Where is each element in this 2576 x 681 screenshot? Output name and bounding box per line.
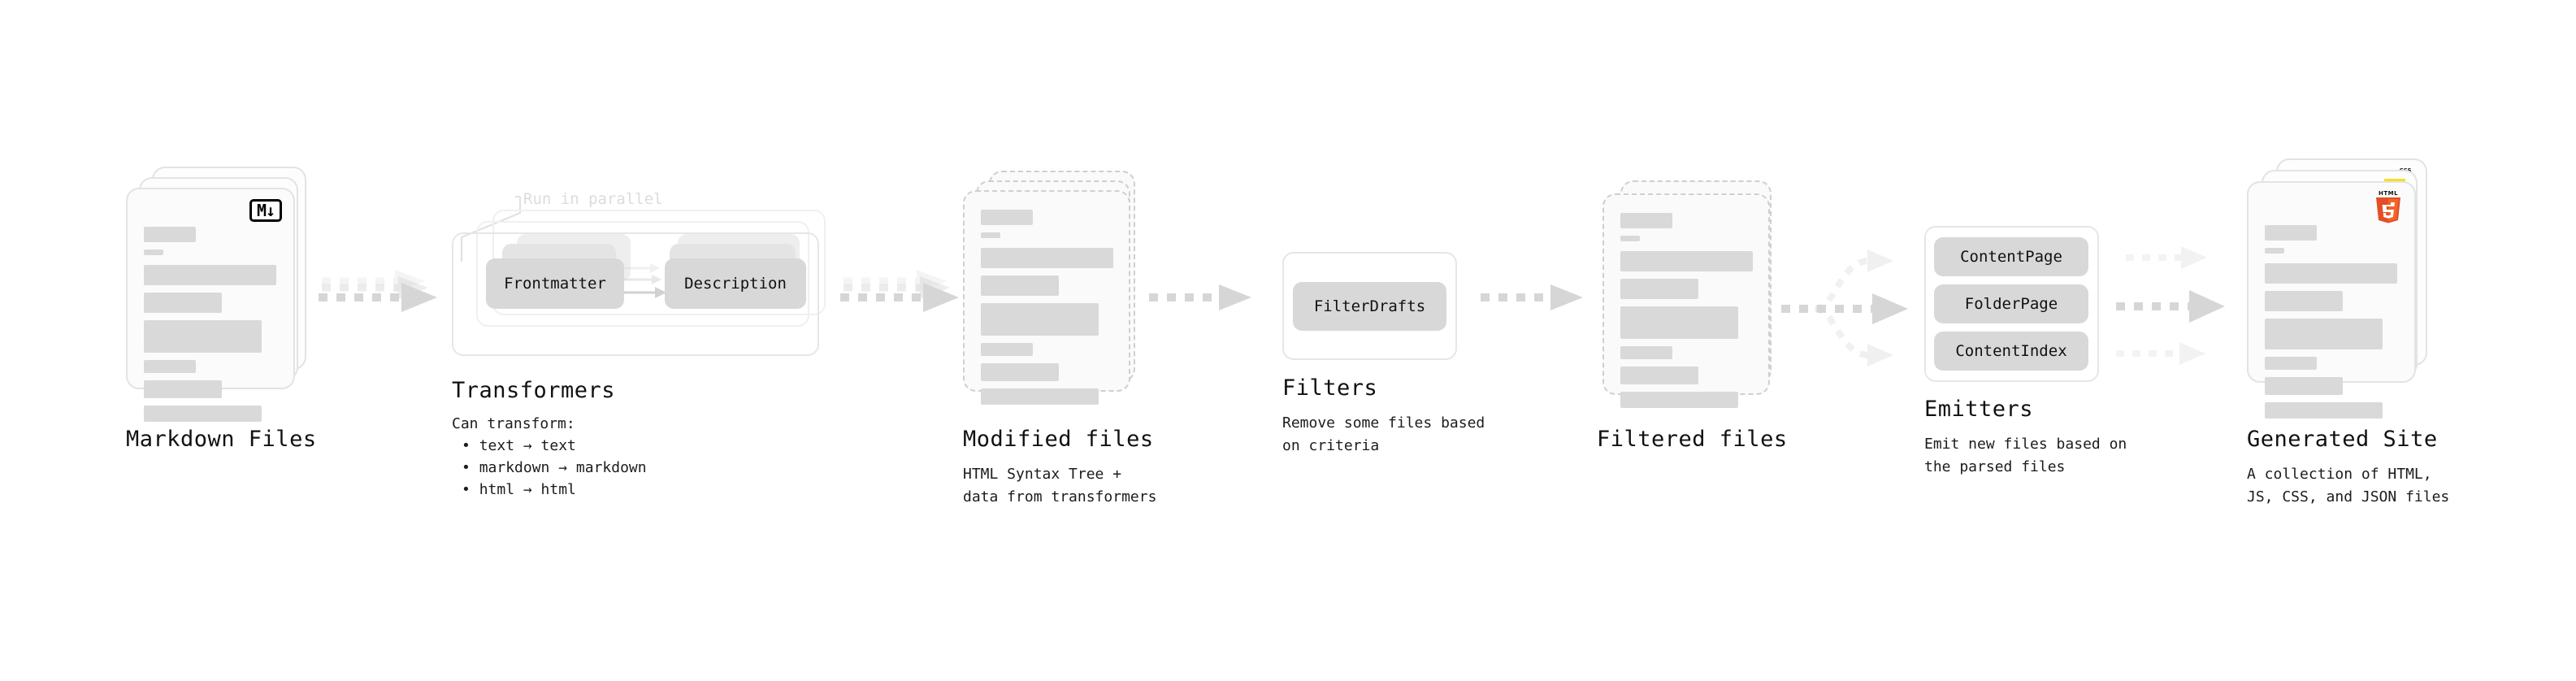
connector-modified-to-filters	[1146, 284, 1268, 325]
content-bar	[981, 248, 1113, 268]
transformer-pill-description-label: Description	[684, 275, 787, 293]
content-bar	[144, 380, 222, 398]
transformers-bullet-0: • text → text	[462, 437, 576, 454]
markdown-file-content	[144, 227, 277, 429]
content-bar	[2265, 291, 2343, 311]
modified-files-title: Modified files	[963, 427, 1154, 452]
content-bar	[1620, 346, 1672, 359]
emitters-group: ContentPage FolderPage ContentIndex	[1924, 226, 2099, 388]
emitter-pill-contentpage[interactable]: ContentPage	[1934, 237, 2088, 276]
content-bar	[2265, 319, 2383, 349]
transformer-box-mid	[476, 221, 809, 327]
filter-pill-filterdrafts[interactable]: FilterDrafts	[1293, 282, 1446, 331]
transformers-bullet-1-label: markdown → markdown	[479, 459, 647, 476]
modified-file-card-front	[963, 190, 1130, 405]
content-bar	[1620, 392, 1738, 408]
content-bar	[1620, 251, 1753, 271]
filters-subtitle: Remove some files based on criteria	[1282, 414, 1485, 454]
content-bar	[1620, 306, 1738, 339]
connector-filtered-to-emitters	[1778, 232, 1924, 386]
transformer-pill-description[interactable]: Description	[665, 258, 806, 309]
filtered-file-content	[1620, 213, 1753, 415]
emitter-pill-contentindex[interactable]: ContentIndex	[1934, 332, 2088, 371]
connector-filters-to-filtered	[1477, 284, 1599, 325]
content-bar	[144, 320, 262, 353]
markdown-icon-label: M↓	[256, 201, 275, 220]
generated-site-card-front: HTML	[2247, 181, 2416, 419]
markdown-files-title: Markdown Files	[126, 427, 317, 452]
emitters-box	[1924, 226, 2099, 382]
markdown-icon: M↓	[249, 199, 282, 222]
content-bar	[981, 363, 1059, 381]
transformers-bullet-0-label: text → text	[479, 437, 576, 454]
connector-transformers-to-modified	[837, 268, 967, 325]
content-bar	[1620, 367, 1698, 384]
content-bar	[1620, 236, 1640, 241]
modified-files-subtitle: HTML Syntax Tree + data from transformer…	[963, 466, 1157, 505]
modified-files-stack	[963, 171, 1158, 423]
content-bar	[144, 293, 222, 313]
transformer-pill-frontmatter[interactable]: Frontmatter	[486, 258, 624, 309]
content-bar	[2265, 263, 2397, 284]
filters-title: Filters	[1282, 375, 1378, 401]
transformer-box-front	[452, 232, 819, 356]
content-bar	[144, 406, 262, 422]
content-bar	[144, 227, 196, 242]
content-bar	[2265, 225, 2317, 241]
content-bar	[144, 249, 163, 255]
transformers-bullet-1: • markdown → markdown	[462, 459, 647, 476]
generated-site-title: Generated Site	[2247, 427, 2438, 452]
markdown-files-stack: M↓	[126, 167, 313, 422]
svg-text:HTML: HTML	[2379, 190, 2398, 197]
html5-icon: HTML	[2376, 190, 2400, 223]
transformers-title: Transformers	[452, 378, 616, 403]
generated-site-stack: CSS JS HTML	[2247, 158, 2442, 419]
emitters-title: Emitters	[1924, 397, 2034, 422]
emitter-pill-folderpage[interactable]: FolderPage	[1934, 284, 2088, 323]
content-bar	[981, 303, 1099, 336]
connector-emitters-to-site	[2113, 232, 2259, 386]
content-bar	[144, 265, 276, 285]
content-bar	[981, 275, 1059, 296]
content-bar	[981, 210, 1033, 225]
filter-pill-filterdrafts-label: FilterDrafts	[1313, 297, 1426, 315]
content-bar	[981, 232, 1000, 238]
content-bar	[1620, 279, 1698, 299]
filtered-files-title: Filtered files	[1597, 427, 1788, 452]
content-bar	[981, 343, 1033, 356]
filtered-files-stack	[1602, 180, 1789, 424]
filters-group: FilterDrafts	[1282, 252, 1457, 362]
generated-site-subtitle: A collection of HTML, JS, CSS, and JSON …	[2247, 466, 2450, 505]
content-bar	[1620, 213, 1672, 228]
transformers-subtitle: Can transform:	[452, 415, 575, 432]
run-in-parallel-label: Run in parallel	[523, 190, 663, 208]
generated-site-content	[2265, 225, 2398, 426]
content-bar	[2265, 248, 2284, 254]
transformers-bullet-2: • html → html	[462, 481, 576, 498]
modified-file-content	[981, 210, 1113, 412]
emitter-pill-contentindex-label: ContentIndex	[1955, 342, 2067, 360]
content-bar	[2265, 402, 2383, 419]
transformers-group: Run in parallel Frontmat	[452, 190, 826, 362]
emitters-subtitle: Emit new files based on the parsed files	[1924, 436, 2127, 475]
emitter-pill-folderpage-label: FolderPage	[1964, 295, 2058, 313]
run-in-parallel-bracket	[460, 195, 522, 262]
transformer-pill-frontmatter-label: Frontmatter	[504, 275, 606, 293]
filters-box	[1282, 252, 1457, 360]
markdown-file-card-front: M↓	[126, 188, 295, 422]
content-bar	[144, 360, 196, 373]
content-bar	[2265, 357, 2317, 370]
emitter-pill-contentpage-label: ContentPage	[1960, 248, 2062, 266]
filtered-file-card-front	[1602, 193, 1770, 408]
content-bar	[981, 388, 1099, 405]
content-bar	[2265, 377, 2343, 395]
connector-markdown-to-transformers	[315, 268, 445, 325]
transformers-bullet-2-label: html → html	[479, 481, 576, 498]
